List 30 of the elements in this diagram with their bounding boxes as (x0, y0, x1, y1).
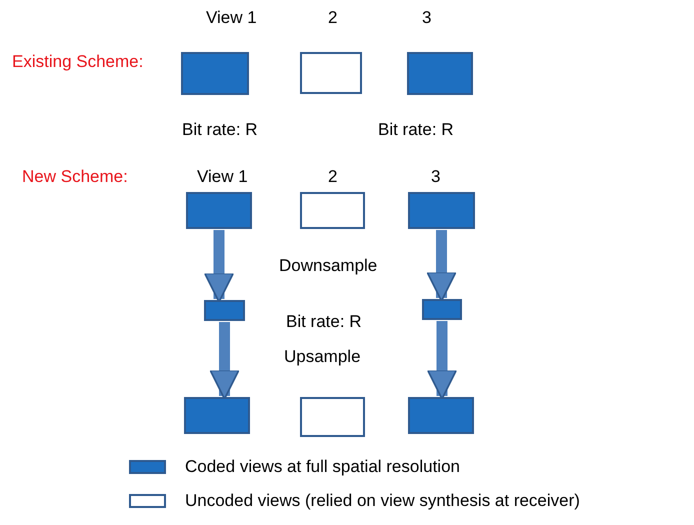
coded-view-block (408, 192, 475, 229)
coded-view-block (186, 192, 252, 229)
block-arrow (204, 230, 234, 303)
legend-text: Uncoded views (relied on view synthesis at receiver) (185, 491, 580, 511)
scheme-label: New Scheme: (22, 167, 128, 187)
coded-view-block (181, 52, 249, 95)
coded-view-block (408, 397, 474, 434)
coded-view-block (184, 397, 250, 434)
column-header: View 1 (206, 8, 257, 28)
coded-view-block (422, 299, 462, 320)
uncoded-view-box (300, 192, 365, 229)
column-header: 3 (422, 8, 432, 28)
scheme-label: Existing Scheme: (12, 52, 144, 72)
column-header: 2 (328, 8, 338, 28)
column-header: 2 (328, 167, 338, 187)
column-header: 3 (431, 167, 440, 187)
block-arrow (426, 230, 457, 302)
legend-text: Coded views at full spatial resolution (185, 457, 460, 477)
bit-rate-label: Bit rate: R (378, 120, 454, 140)
step-label: Upsample (284, 347, 361, 367)
uncoded-view-box (300, 397, 365, 437)
block-arrow (209, 322, 240, 400)
step-label: Downsample (279, 256, 378, 276)
coded-view-block (407, 52, 473, 95)
bit-rate-label: Bit rate: R (286, 312, 362, 332)
bit-rate-label: Bit rate: R (182, 120, 258, 140)
coded-view-block (204, 300, 245, 321)
uncoded-view-box (300, 52, 362, 94)
column-header: View 1 (197, 167, 248, 187)
block-arrow (426, 321, 458, 400)
